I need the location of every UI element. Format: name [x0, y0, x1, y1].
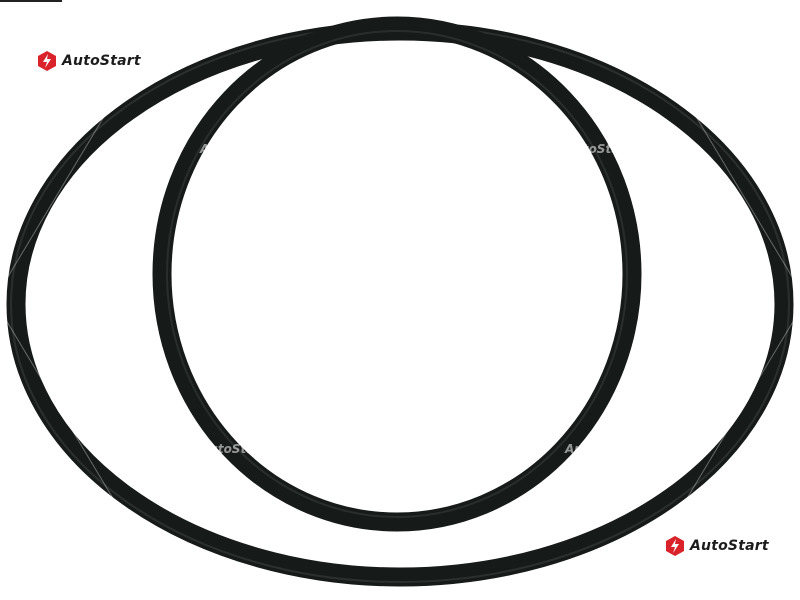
large-o-ring	[6, 21, 794, 587]
brand-logo-top: AutoStart	[36, 50, 141, 72]
small-o-ring	[152, 16, 642, 532]
brand-logo-bottom: AutoStart	[664, 535, 769, 557]
brand-name: AutoStart	[690, 538, 769, 554]
small-o-ring-highlight	[166, 30, 628, 518]
watermark-lines	[0, 9, 800, 561]
watermark-text: AutoStart	[565, 442, 631, 456]
watermark-text: AutoStart	[200, 442, 266, 456]
autostart-logo-icon	[38, 51, 56, 71]
brand-name: AutoStart	[62, 53, 141, 69]
autostart-logo-icon	[666, 536, 684, 556]
watermark-text: AutoStart	[200, 142, 266, 156]
corner-rule	[0, 0, 62, 2]
watermark-text: AutoStart	[565, 142, 631, 156]
